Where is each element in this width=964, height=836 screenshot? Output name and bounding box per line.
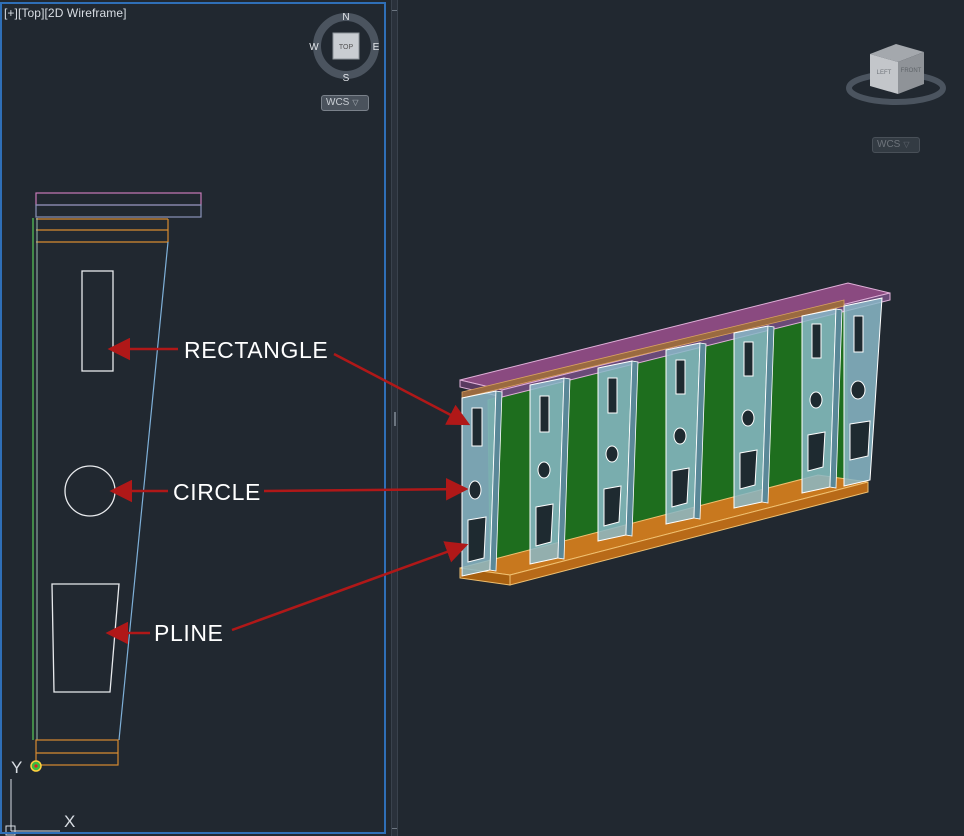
rectangle-callout: RECTANGLE	[184, 337, 329, 363]
left-viewport[interactable]: [+][Top][2D Wireframe] TOP N S W E WCS▽	[0, 0, 391, 836]
top-plate-outline-lower	[35, 204, 202, 218]
panel	[801, 308, 843, 494]
panel	[461, 390, 503, 577]
viewport-controls: [+][Top][2D Wireframe]	[4, 6, 127, 20]
viewcube-compass[interactable]: TOP N S W E	[308, 8, 384, 84]
visual-style-menu[interactable]: [2D Wireframe]	[44, 6, 127, 20]
viewcube-3d[interactable]: LEFT FRONT	[844, 40, 952, 110]
chevron-down-icon: ▽	[352, 98, 359, 107]
circle-callout: CIRCLE	[173, 479, 261, 505]
viewcube-top-face[interactable]	[332, 32, 360, 60]
right-viewport[interactable]: LEFT FRONT WCS▽	[398, 0, 964, 836]
viewcube-left-face[interactable]	[870, 54, 898, 94]
panel	[597, 360, 639, 542]
wcs-menu-button[interactable]: WCS▽	[872, 137, 920, 153]
compass-south[interactable]: S	[343, 73, 350, 84]
base-plate-front	[509, 481, 869, 586]
chevron-down-icon: ▽	[903, 140, 910, 149]
wcs-label: WCS	[877, 139, 901, 150]
top-view-drawing	[5, 192, 202, 836]
panel	[733, 325, 775, 509]
splitter-grip-icon[interactable]	[394, 412, 396, 426]
pline-arrow-right	[231, 541, 469, 632]
viewcube-left-label: LEFT	[877, 70, 892, 76]
viewport-plus-menu[interactable]: [+]	[4, 6, 18, 20]
compass-west[interactable]: W	[309, 42, 319, 53]
ucs-y-label: Y	[11, 758, 23, 777]
rectangle-arrow-right	[333, 352, 471, 426]
panel	[843, 297, 883, 487]
pline-callout: PLINE	[154, 620, 224, 646]
view-menu[interactable]: [Top]	[17, 6, 45, 20]
panel	[529, 377, 571, 565]
wcs-label: WCS	[326, 97, 350, 108]
rectangle-shape	[81, 270, 114, 372]
splitter-tick	[392, 10, 397, 11]
viewport-splitter[interactable]	[391, 0, 398, 836]
isometric-model	[459, 282, 891, 586]
viewcube-top-label: TOP	[339, 44, 354, 51]
snap-marker-center	[34, 764, 38, 768]
ucs-icon	[5, 779, 60, 836]
compass-east[interactable]: E	[373, 42, 380, 53]
viewcube-top-face[interactable]	[870, 44, 924, 62]
wcs-menu-button[interactable]: WCS▽	[321, 95, 369, 111]
ucs-x-label: X	[64, 812, 76, 831]
compass-north[interactable]: N	[342, 12, 349, 23]
circle-arrow-right	[263, 477, 469, 501]
panel	[665, 342, 707, 525]
pline-shape	[51, 583, 120, 693]
splitter-tick	[392, 828, 397, 829]
viewcube-front-face[interactable]	[898, 52, 924, 94]
viewcube-front-label: FRONT	[901, 68, 922, 74]
